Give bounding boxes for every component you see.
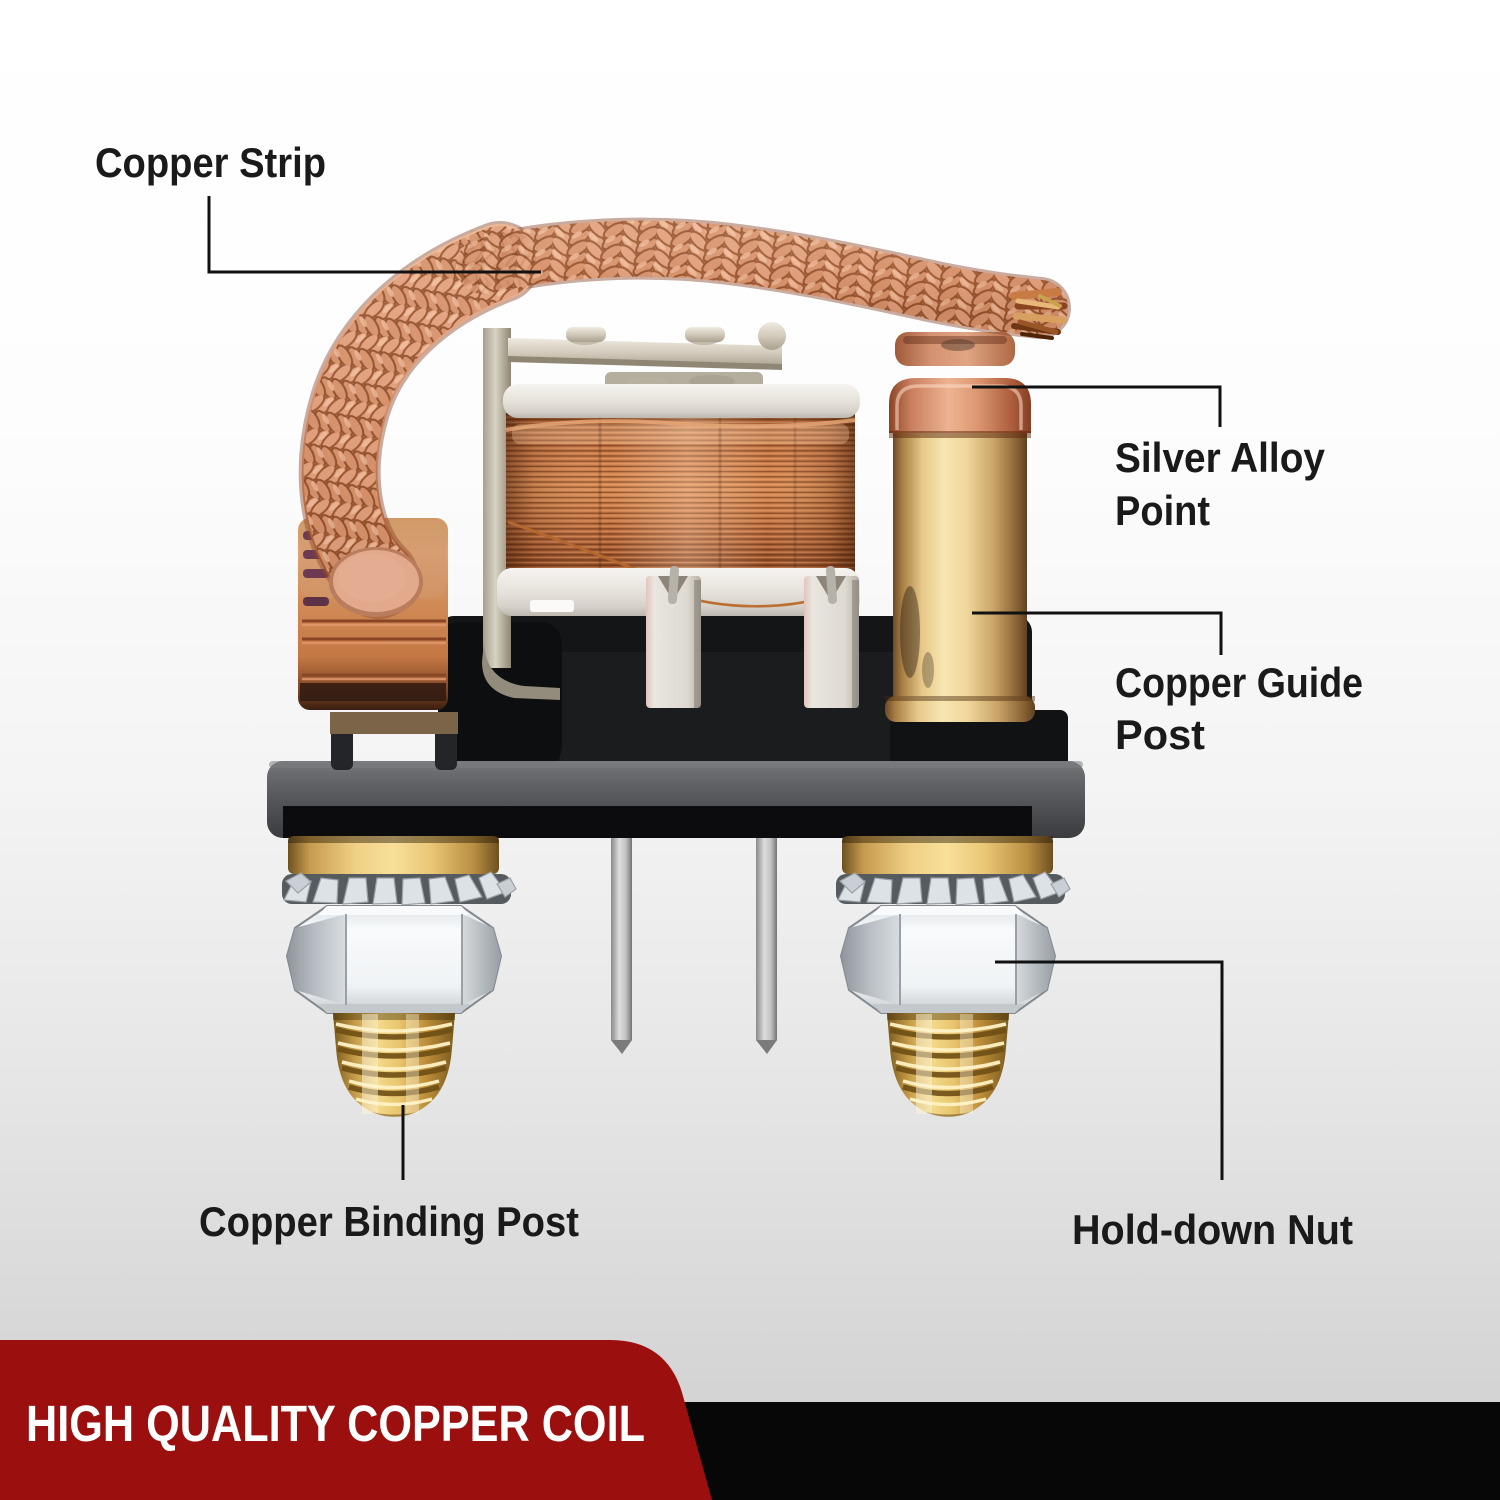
- svg-text:Post: Post: [1115, 711, 1205, 758]
- svg-text:Copper Guide: Copper Guide: [1115, 659, 1363, 706]
- svg-text:Point: Point: [1115, 487, 1210, 534]
- svg-text:Silver Alloy: Silver Alloy: [1115, 434, 1326, 481]
- svg-text:Hold-down Nut: Hold-down Nut: [1072, 1206, 1353, 1253]
- svg-text:HIGH QUALITY COPPER COIL: HIGH QUALITY COPPER COIL: [26, 1395, 645, 1452]
- svg-text:Copper Strip: Copper Strip: [95, 139, 326, 186]
- svg-text:Copper Binding Post: Copper Binding Post: [199, 1198, 579, 1245]
